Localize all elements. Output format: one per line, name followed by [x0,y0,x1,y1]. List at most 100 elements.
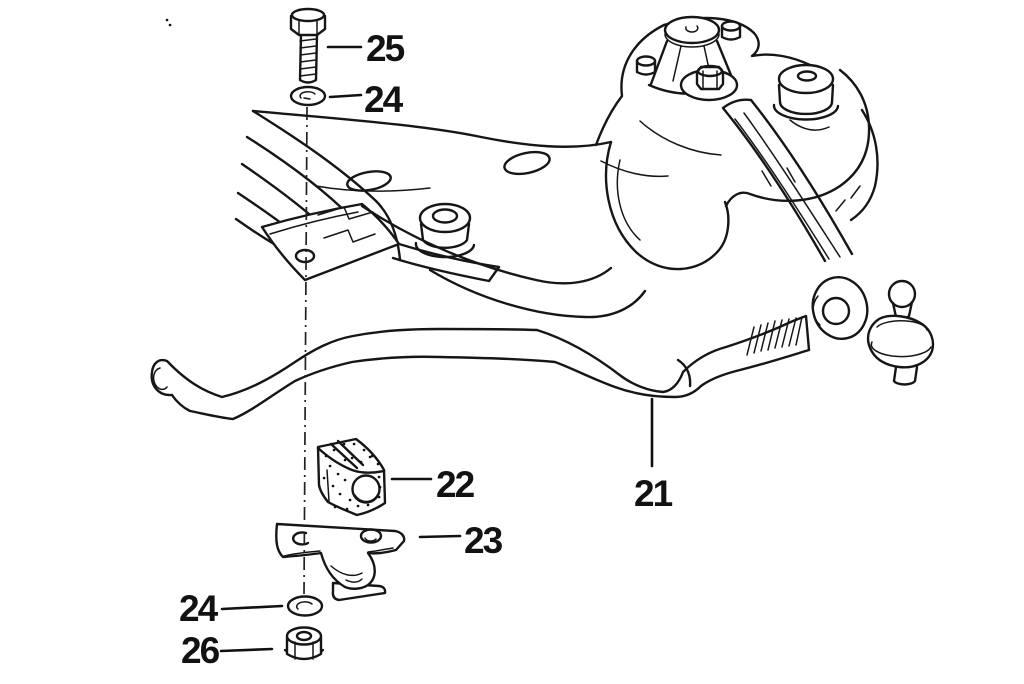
ball-stud [887,279,917,309]
mount-inner-ring [431,208,459,224]
right-flank-ticks [835,185,861,212]
mount-flange [414,222,476,259]
washer-outer [286,595,324,617]
rear-mount-bushing [772,63,840,121]
callout-label[interactable]: 24 [364,79,406,120]
bushing-speckles [322,442,382,511]
bolt-head-facets [298,19,318,36]
bar-thread-lines [746,316,803,356]
leader-line [219,647,274,653]
ball-joint [866,279,935,386]
mount-right-silhouette [724,68,871,208]
bolt-head-sides [720,24,742,41]
bracket-edge-thickness [283,547,394,557]
nut-top [285,626,323,646]
arm-edges [721,98,854,263]
bar-end-curl [152,367,168,391]
subframe-left-arcs [234,109,402,262]
leader-line [328,93,363,99]
plate-stamped-tabs [317,206,376,243]
small-hex-bolt-left [635,55,657,76]
bolt-head-top [635,55,657,67]
subframe-right-flank [849,108,879,222]
callout-label[interactable]: 22 [436,464,477,505]
subframe-lower-edge [360,204,613,285]
bushing-bore-shadow [354,493,379,503]
subframe-slot-left [346,170,392,192]
small-hex-bolt-right [720,20,742,41]
bushing-face-edge [326,469,330,502]
housing-detail [870,320,932,358]
nut-hole [295,630,313,642]
ball-joint-housing [866,314,935,369]
callout-label[interactable]: 23 [464,520,505,561]
clamp-bracket [275,522,406,602]
bolt-head [695,65,725,91]
control-arm [721,98,935,386]
housing-stub [892,365,919,386]
bracket-hole-right [359,528,383,544]
callout-label[interactable]: 24 [179,588,221,629]
bolt-head-top [290,7,326,23]
bar-outline [150,314,811,421]
callout-25[interactable]: 25 [326,28,407,69]
leader-line [220,604,284,611]
bolt-head-sides [635,59,657,76]
subframe-slot-right [503,150,551,176]
bolt-head-facets [702,70,718,90]
bushing-top-edge [316,446,386,474]
bushing-bore [351,474,381,504]
plate-strip [391,242,501,283]
callout-24-top[interactable]: 24 [328,79,406,120]
bushing-top [777,63,835,95]
subframe-crossmember [234,15,879,319]
bushing-slit [329,439,365,470]
subframe-bushing-mount [414,202,476,259]
bushing-body [316,437,387,517]
bolt-head-top [720,20,742,32]
washer-inner [299,91,316,100]
callout-22[interactable]: 22 [390,464,477,505]
subframe-top-edge [251,109,613,148]
mount-top-washer-rim [664,25,720,48]
center-hex-bolt [695,64,725,91]
callout-21[interactable]: 21 [634,397,675,514]
washer-lower-24 [286,595,324,617]
bushing-body [772,83,840,121]
callout-24-bottom[interactable]: 24 [179,588,284,629]
bolt-shank [298,33,319,84]
bracket-hole-right-detail [364,537,377,542]
arm-ribs [734,112,841,260]
callout-label[interactable]: 21 [634,473,675,514]
hex-bolt-25 [289,7,327,84]
stabilizer-bar [150,314,811,421]
washer-outer [289,85,327,107]
washer-inner [295,601,313,610]
callout-label[interactable]: 25 [366,28,407,69]
bracket-trough-detail [330,565,363,583]
mount-interior-lines [600,119,830,187]
nut-facets [294,641,314,660]
arm-eye-hole [821,296,851,326]
callout-label[interactable]: 26 [181,630,222,671]
hex-nut-26 [283,626,325,661]
control-arm-pocket [604,140,730,271]
mount-top-washer [663,15,721,45]
plate-bolt-hole [294,248,316,264]
print-speck [165,18,172,27]
leader-line [418,534,462,539]
arm-eye-detail [812,295,821,326]
bolt-head-top [696,64,724,78]
assembly-centerline [303,106,308,595]
bushing-hole [796,70,818,82]
plate-inner-line [269,211,359,235]
bar-collar [676,358,692,388]
callout-26[interactable]: 26 [181,630,274,671]
stabilizer-bushing-highlighted[interactable] [316,437,387,517]
subframe-lower-swoosh [428,268,647,319]
bolt-threads [299,38,317,77]
mount-outer-ring [418,202,472,234]
subframe-rear-mount [594,15,879,222]
callout-23[interactable]: 23 [418,520,505,561]
